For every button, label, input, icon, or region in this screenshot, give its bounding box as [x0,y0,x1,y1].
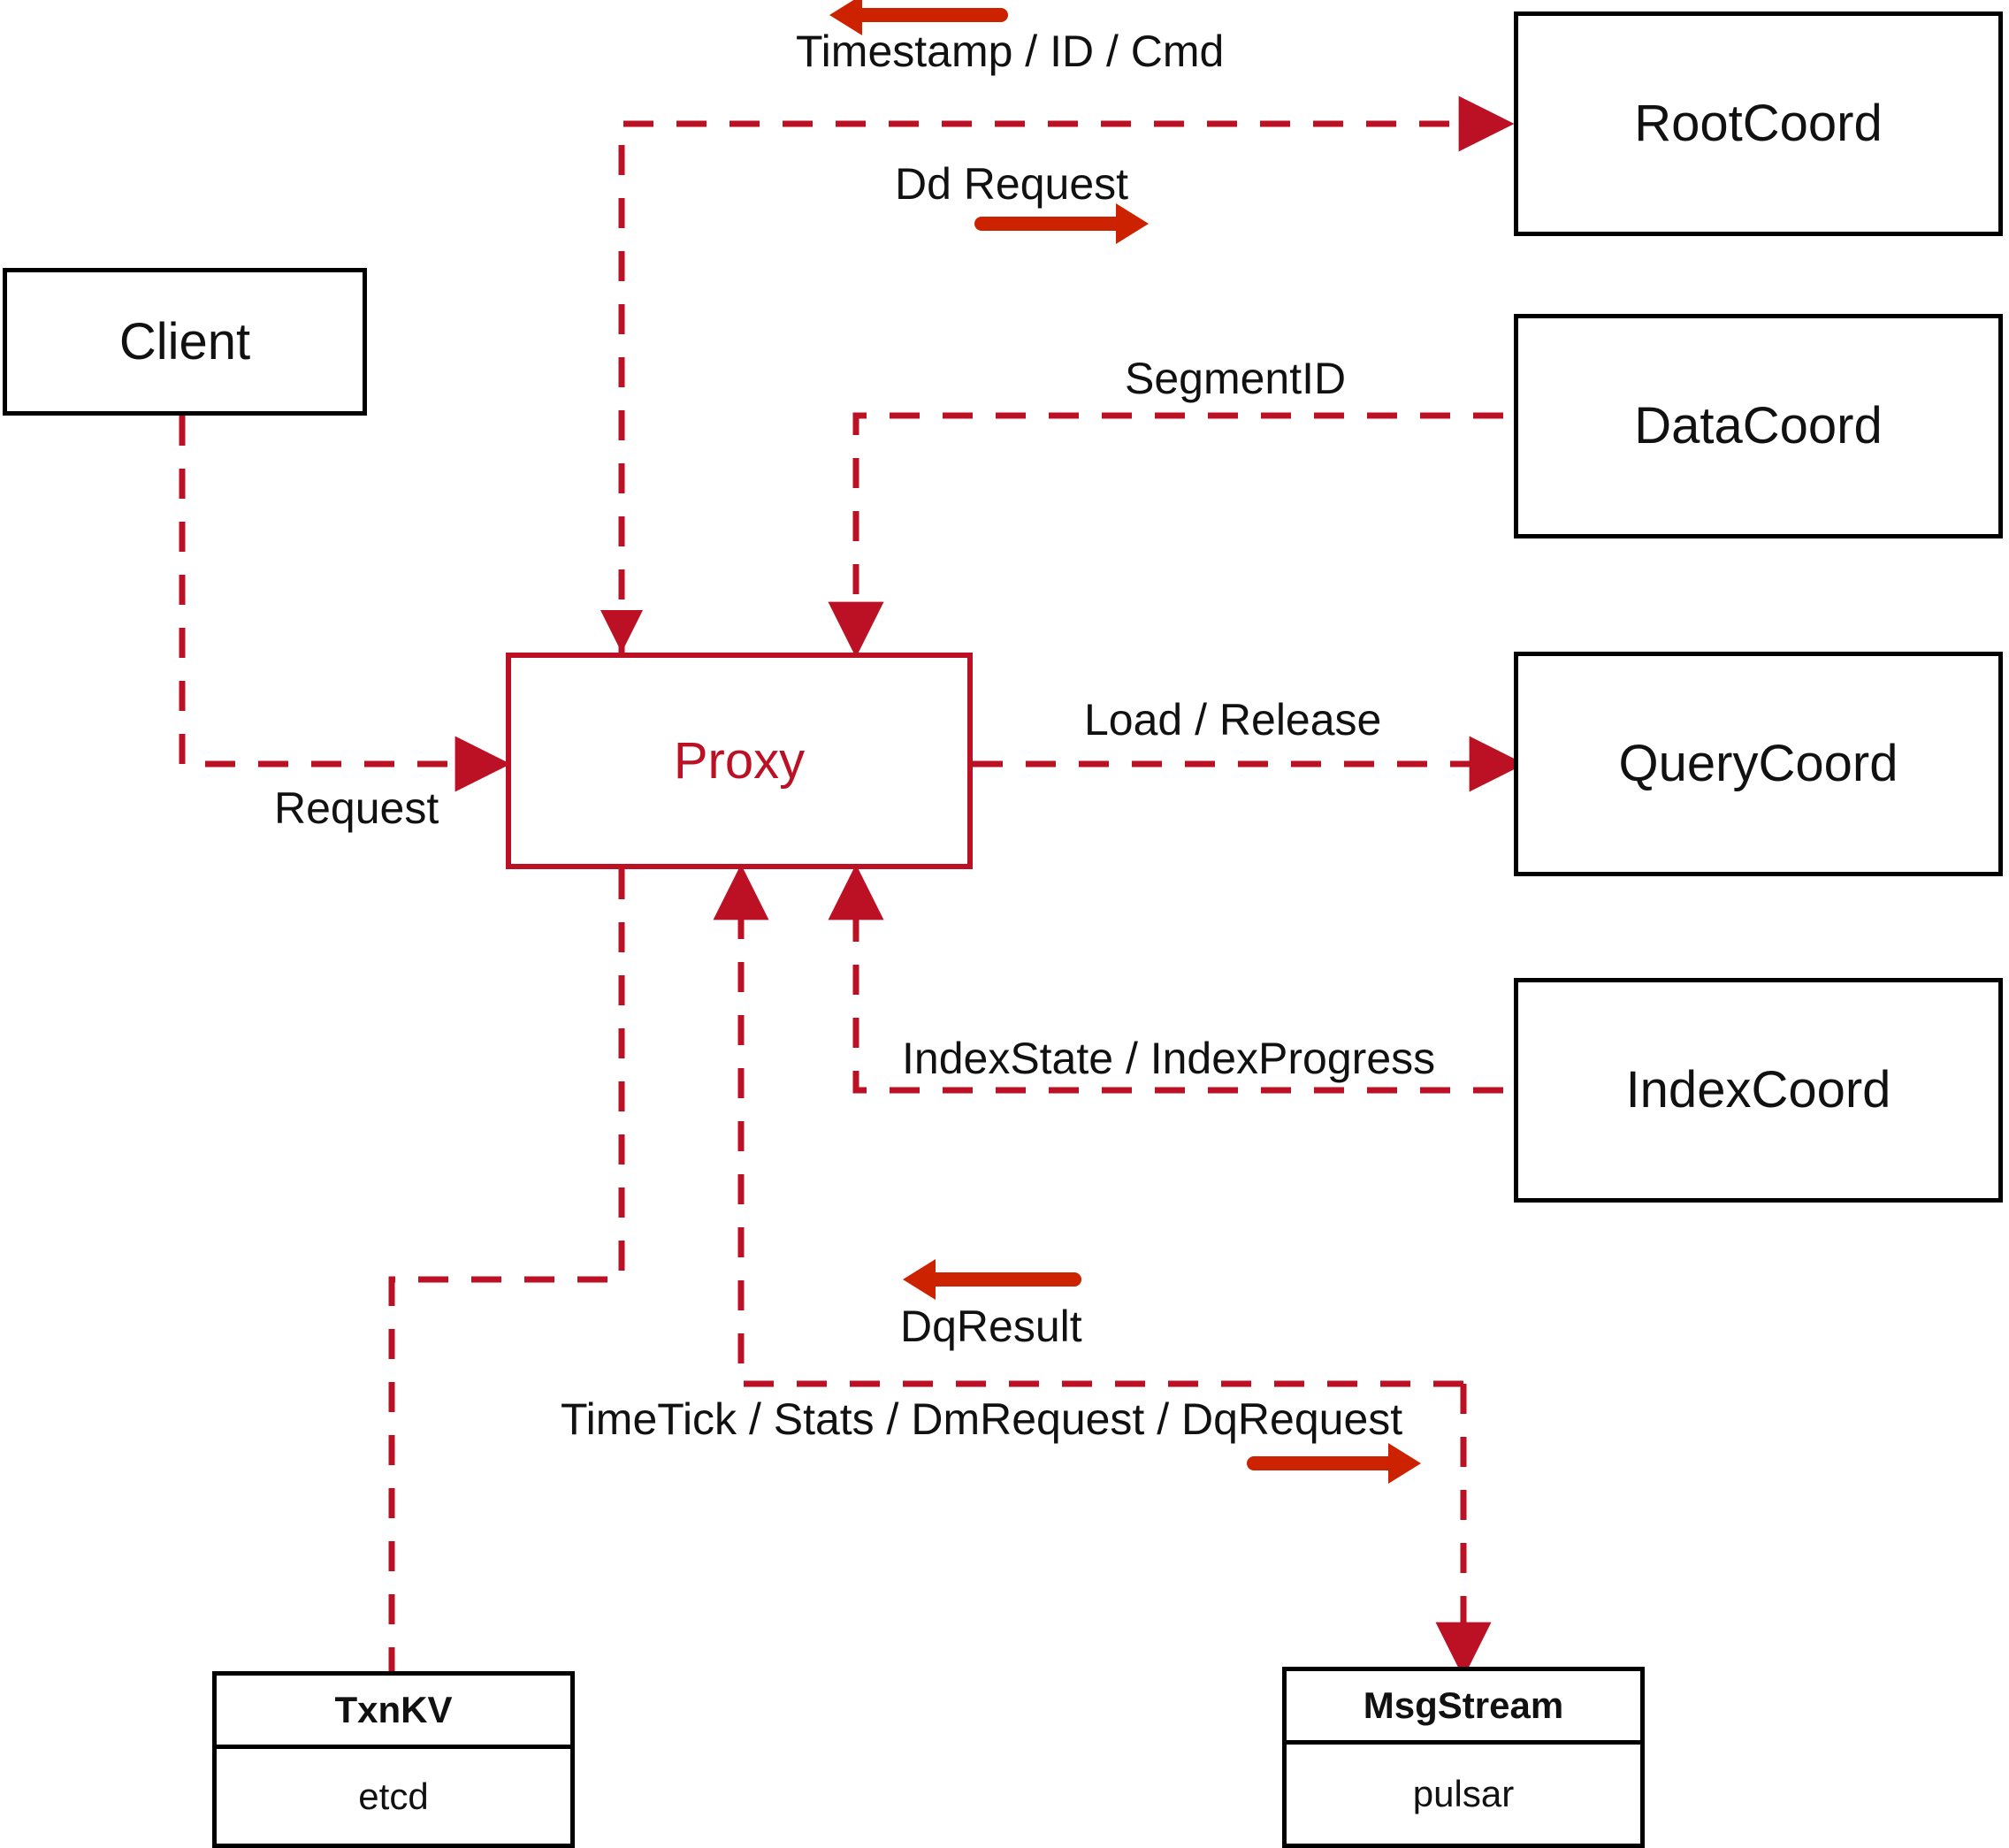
edge-label-timetick-stats: TimeTick / Stats / DmRequest / DqRequest [561,1394,1403,1444]
arrowhead-into-rootcoord [1470,103,1512,145]
edge-label-timestamp-id-cmd: Timestamp / ID / Cmd [796,27,1225,76]
edge-datacoord-proxy [828,412,1503,658]
edge-msgstream-proxy [713,864,1463,1387]
node-datacoord-label: DataCoord [1634,397,1883,454]
arrowhead-into-proxy-top-right [835,610,877,653]
node-client-label: Client [118,312,251,370]
edge-client-proxy [179,416,511,792]
node-msgstream[interactable]: MsgStream pulsar [1282,1667,1645,1848]
node-rootcoord-label: RootCoord [1634,95,1883,152]
node-txnkv-title: TxnKV [217,1676,570,1749]
node-msgstream-title: MsgStream [1287,1671,1640,1745]
node-querycoord-label: QueryCoord [1618,735,1898,792]
arrowhead-into-proxy-bottom-right [835,873,877,915]
node-proxy-label: Proxy [673,731,806,790]
node-proxy[interactable]: Proxy [506,653,973,869]
edge-label-load-release: Load / Release [1084,695,1382,745]
node-indexcoord[interactable]: IndexCoord [1514,978,2003,1203]
node-txnkv-impl: etcd [358,1775,429,1817]
node-rootcoord[interactable]: RootCoord [1514,11,2003,236]
node-txnkv[interactable]: TxnKV etcd [212,1671,575,1848]
edge-proxy-txnkv [388,869,625,1671]
node-datacoord[interactable]: DataCoord [1514,314,2003,538]
arrowhead-into-proxy-left [466,743,508,785]
node-client[interactable]: Client [3,268,367,416]
edge-label-dd-request: Dd Request [895,159,1129,209]
arrowhead-into-proxy-bottom-mid [720,873,762,915]
edge-label-dq-result: DqResult [900,1302,1082,1351]
node-indexcoord-label: IndexCoord [1625,1061,1891,1119]
arrowhead-into-proxy-top-left [600,610,643,653]
edge-label-segment-id: SegmentID [1125,354,1347,403]
arrowhead-into-msgstream [1442,1624,1485,1667]
node-querycoord[interactable]: QueryCoord [1514,652,2003,876]
edge-label-index-state-progress: IndexState / IndexProgress [902,1034,1436,1083]
edge-label-request: Request [274,783,439,833]
node-msgstream-impl: pulsar [1412,1773,1515,1814]
